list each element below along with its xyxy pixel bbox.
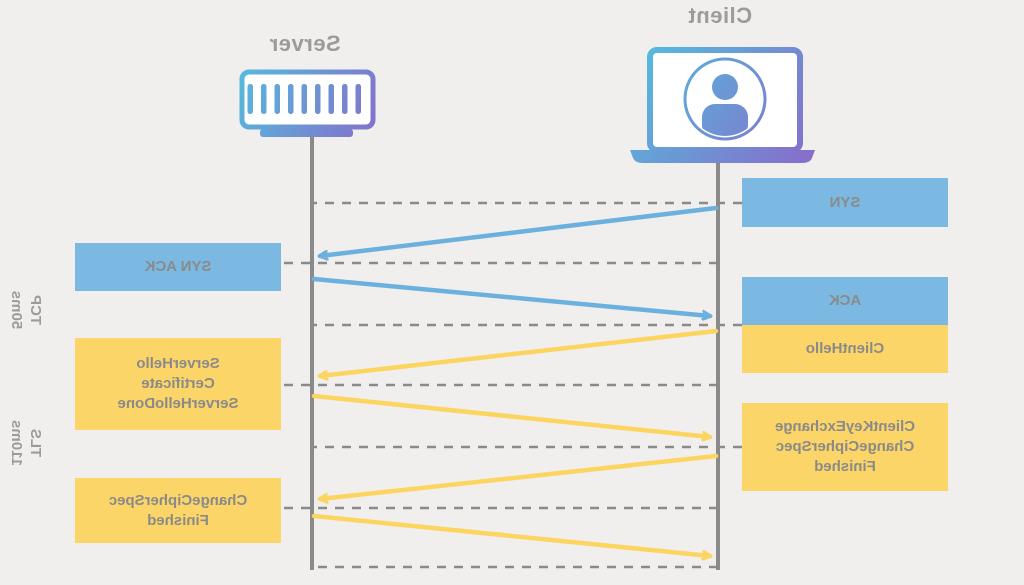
arrow-syn (320, 205, 719, 256)
server-icon (239, 69, 376, 137)
message-box-ack-line: ACK (828, 292, 862, 310)
message-box-client-hello: ClientHello (742, 325, 948, 373)
avatar-head (712, 74, 738, 100)
phase-label-tcp: TCP 50ms (0, 255, 80, 365)
message-arrows (311, 205, 719, 556)
message-box-syn-ack-line: SYN ACK (144, 258, 212, 276)
server-title: Server (269, 31, 341, 56)
laptop-user-icon (630, 47, 815, 163)
message-box-client-hello-line: ClientHello (805, 340, 885, 358)
client-key-exchange-line-1: ClientKeyExchange (774, 418, 916, 436)
client-key-exchange-line-3: Finished (814, 457, 876, 475)
laptop-base (630, 150, 815, 163)
phase-tls-name: TLS (26, 428, 44, 458)
client-title: Client (687, 3, 753, 28)
change-cipher-spec-line-1: ChangeCipherSpec (108, 491, 248, 509)
server-hello-line-1: ServerHello (136, 355, 220, 373)
phase-tls-duration: 110ms (8, 420, 25, 466)
server-slats (247, 84, 361, 114)
server-hello-line-2: Certificate (141, 375, 215, 393)
message-box-server-hello: ServerHello Certificate ServerHelloDone (75, 338, 281, 430)
arrow-client-key-exchange (320, 453, 719, 499)
arrow-syn-ack (311, 276, 710, 316)
arrow-change-cipher-spec (311, 513, 710, 556)
message-box-client-key-exchange: ClientKeyExchange ChangeCipherSpec Finis… (742, 403, 948, 491)
server-stand (260, 129, 353, 137)
change-cipher-spec-line-2: Finished (147, 511, 209, 529)
server-hello-line-3: ServerHelloDone (117, 394, 239, 412)
message-box-syn-ack: SYN ACK (75, 243, 281, 291)
phase-label-tls: TLS 110ms (0, 388, 80, 498)
message-box-syn: SYN (742, 178, 948, 227)
phase-tcp-duration: 50ms (8, 290, 25, 330)
time-marker-lines (281, 201, 742, 569)
avatar-body (702, 104, 748, 136)
arrow-client-hello (320, 328, 719, 376)
message-box-change-cipher-spec: ChangeCipherSpec Finished (75, 478, 281, 543)
phase-tcp-name: TCP (26, 295, 44, 325)
arrow-server-hello (311, 393, 710, 437)
message-box-syn-line: SYN (829, 193, 861, 211)
client-key-exchange-line-2: ChangeCipherSpec (775, 438, 915, 456)
message-box-ack: ACK (742, 277, 948, 325)
